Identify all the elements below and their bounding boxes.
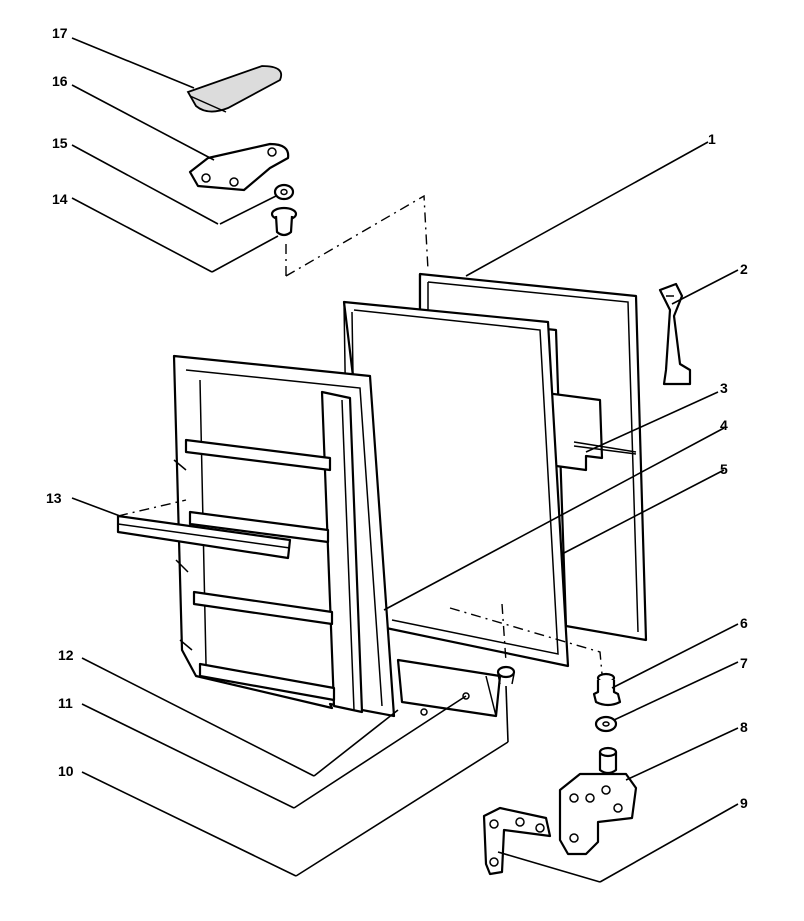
callout-7: 7 bbox=[740, 655, 748, 671]
callout-10: 10 bbox=[58, 763, 74, 779]
part-8-bottom-hinge-bracket bbox=[558, 746, 638, 856]
part-7-washer bbox=[594, 715, 618, 733]
part-2-door-handle bbox=[658, 282, 692, 386]
callout-9: 9 bbox=[740, 795, 748, 811]
leader-lines bbox=[71, 37, 739, 883]
part-16-top-hinge-plate bbox=[188, 142, 290, 192]
callout-4: 4 bbox=[720, 417, 728, 433]
part-6-hinge-pin bbox=[592, 672, 622, 707]
part-13-shelf-bar bbox=[116, 499, 292, 560]
callout-labels: 17 16 15 14 1 2 3 4 5 13 6 7 12 11 8 10 … bbox=[46, 25, 748, 811]
callout-6: 6 bbox=[740, 615, 748, 631]
callout-1: 1 bbox=[708, 131, 716, 147]
callout-11: 11 bbox=[58, 695, 73, 711]
part-17-hinge-cover bbox=[186, 65, 283, 113]
callout-17: 17 bbox=[52, 25, 68, 41]
callout-3: 3 bbox=[720, 380, 728, 396]
part-14-bushing bbox=[270, 206, 298, 237]
callout-12: 12 bbox=[58, 647, 74, 663]
callout-8: 8 bbox=[740, 719, 748, 735]
callout-15: 15 bbox=[52, 135, 68, 151]
part-10-bushing bbox=[496, 665, 516, 685]
callout-5: 5 bbox=[720, 461, 728, 477]
part-12-door-shelf-frame bbox=[172, 354, 396, 718]
part-15-washer bbox=[273, 183, 295, 201]
alignment-line-bottom bbox=[449, 603, 603, 675]
part-11-bottom-trim bbox=[396, 658, 502, 718]
callout-2: 2 bbox=[740, 261, 748, 277]
part-9-angle-bracket bbox=[482, 806, 552, 876]
alignment-line-top bbox=[285, 194, 429, 277]
callout-16: 16 bbox=[52, 73, 68, 89]
callout-13: 13 bbox=[46, 490, 62, 506]
callout-14: 14 bbox=[52, 191, 68, 207]
